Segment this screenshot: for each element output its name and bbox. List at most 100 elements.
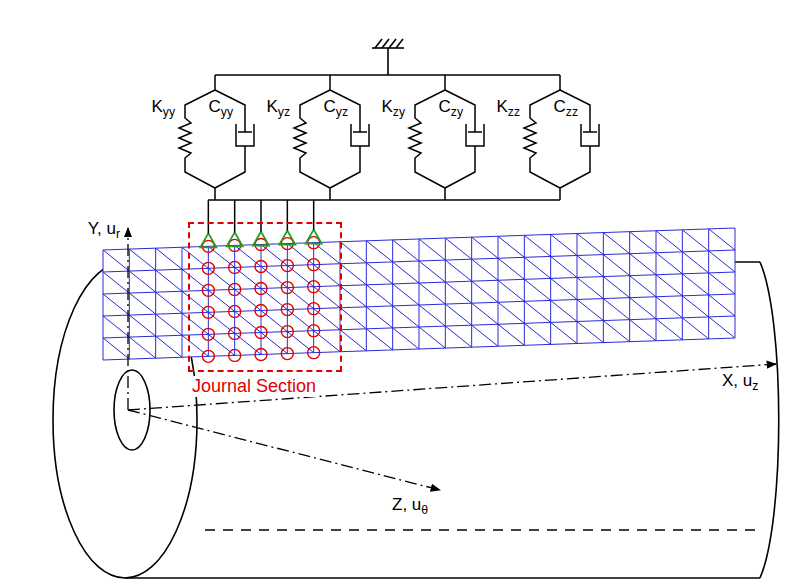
subscript: zy	[451, 105, 463, 119]
mesh-line	[603, 277, 629, 298]
damper-symbol	[215, 90, 254, 188]
mesh-line	[472, 237, 498, 258]
mesh-line	[656, 275, 682, 296]
mesh-line	[682, 230, 708, 251]
mesh-line	[419, 239, 420, 349]
mesh-line	[630, 298, 656, 319]
mesh-line	[393, 284, 419, 305]
mesh-line	[603, 299, 629, 320]
mesh-line	[524, 235, 525, 345]
mesh-line	[393, 240, 419, 261]
mesh-line	[603, 233, 629, 254]
mesh-line	[498, 236, 499, 346]
journal-node	[308, 325, 320, 337]
mesh-line	[630, 276, 656, 297]
mesh-line	[603, 321, 629, 342]
mesh-line	[156, 314, 182, 335]
mesh-line	[366, 285, 392, 306]
journal-node	[255, 283, 267, 295]
mesh-line	[498, 236, 524, 257]
mesh-line	[366, 329, 392, 350]
journal-node	[229, 261, 241, 273]
mesh-line	[472, 325, 498, 346]
mesh-line	[393, 262, 419, 283]
mesh-line	[551, 278, 577, 299]
mesh-line	[682, 230, 683, 340]
mesh-line	[656, 319, 682, 340]
journal-node	[308, 281, 320, 293]
subscript: zz	[566, 105, 578, 119]
journal-node	[229, 349, 241, 361]
mesh-line	[709, 317, 735, 338]
fe-mesh	[103, 228, 735, 360]
mesh-line	[129, 249, 130, 359]
journal-node	[308, 259, 320, 271]
mesh-line	[682, 274, 708, 295]
journal-node	[308, 347, 320, 359]
coefficient-label: Kyz	[266, 98, 290, 117]
subscript: r	[116, 227, 120, 241]
mesh-line	[366, 307, 392, 328]
journal-node	[202, 262, 214, 274]
mesh-line	[103, 294, 129, 315]
spring-symbol	[524, 75, 560, 200]
mesh-line	[156, 336, 182, 357]
mesh-line	[498, 258, 524, 279]
mesh-line	[577, 300, 603, 321]
mesh-line	[471, 237, 472, 347]
journal-node	[202, 328, 214, 340]
mesh-line	[629, 232, 630, 342]
mesh-line	[550, 234, 551, 344]
ground-symbol	[208, 39, 560, 200]
mesh-line	[524, 279, 550, 300]
mesh-line	[656, 297, 682, 318]
mesh-line	[656, 231, 657, 341]
mesh-line	[524, 257, 550, 278]
support-triangle	[200, 233, 216, 247]
mesh-line	[419, 327, 445, 348]
mesh-line	[156, 248, 182, 269]
mesh-line	[366, 241, 367, 351]
mesh-line	[182, 247, 183, 357]
mesh-line	[392, 240, 393, 350]
mesh-line	[103, 272, 129, 293]
mesh-line	[551, 234, 577, 255]
axis-label: Y, ur	[88, 220, 120, 239]
mesh-line	[129, 249, 155, 270]
journal-node	[229, 283, 241, 295]
journal-node	[229, 327, 241, 339]
coordinate-axes	[128, 228, 776, 490]
subscript: zy	[393, 105, 405, 119]
mesh-line	[603, 233, 604, 343]
spring-symbol	[294, 75, 330, 200]
mesh-line	[551, 256, 577, 277]
journal-node	[202, 350, 214, 362]
mesh-line	[445, 282, 471, 303]
mesh-line	[708, 229, 709, 339]
mesh-line	[103, 250, 129, 271]
mesh-line	[472, 281, 498, 302]
mesh-line	[156, 292, 182, 313]
mesh-line	[103, 316, 129, 337]
coefficient-label: Cyz	[323, 98, 348, 117]
support-triangle	[253, 232, 269, 246]
mesh-line	[366, 241, 392, 262]
mesh-line	[472, 259, 498, 280]
mesh-line	[129, 337, 155, 358]
mesh-line	[340, 286, 366, 307]
mesh-line	[551, 322, 577, 343]
subscript: yz	[336, 105, 348, 119]
journal-node	[255, 327, 267, 339]
coefficient-label: Czz	[553, 98, 578, 117]
mesh-line	[129, 315, 155, 336]
support-link	[208, 200, 210, 233]
support-triangle	[306, 230, 322, 244]
support-link	[260, 200, 262, 232]
mesh-line	[445, 304, 471, 325]
support-link	[313, 200, 315, 230]
mesh-line	[498, 280, 524, 301]
mesh-line	[445, 238, 471, 259]
mesh-line	[551, 300, 577, 321]
support-triangle	[279, 231, 295, 245]
mesh-line	[472, 303, 498, 324]
